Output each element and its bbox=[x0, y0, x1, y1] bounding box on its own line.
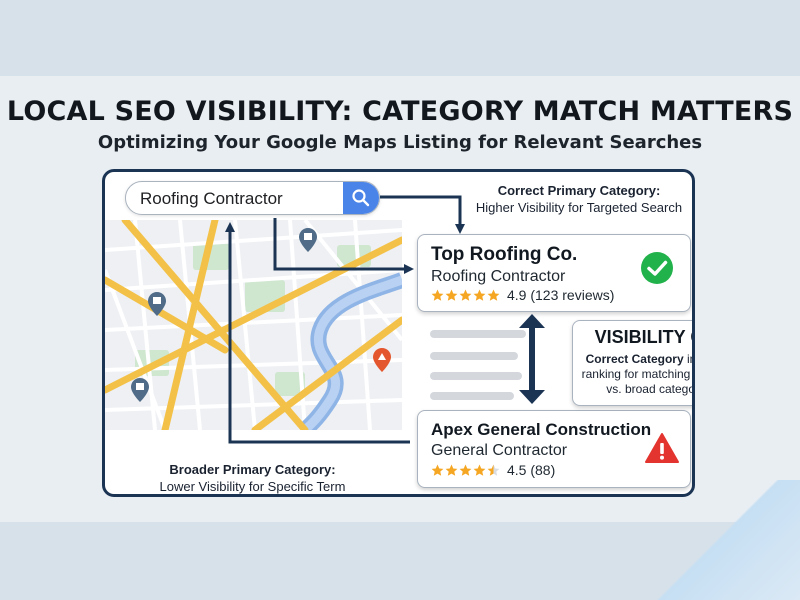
annotation-text: Higher Visibility for Targeted Search bbox=[475, 200, 683, 215]
placeholder-line bbox=[430, 352, 518, 360]
check-circle-icon bbox=[641, 252, 673, 284]
star-icon bbox=[487, 464, 500, 476]
search-input[interactable]: Roofing Contractor bbox=[140, 189, 283, 208]
listing-category: General Contractor bbox=[431, 442, 568, 459]
annotation-text: Lower Visibility for Specific Term bbox=[159, 479, 346, 494]
maps-window: Roofing Contractor Correct Primary Categ… bbox=[102, 169, 695, 497]
placeholder-line bbox=[430, 372, 522, 380]
search-bar[interactable]: Roofing Contractor bbox=[125, 181, 380, 215]
annotation-title: Correct Primary Category: bbox=[497, 183, 661, 198]
review-count: (88) bbox=[530, 462, 556, 478]
listing-rating: 4.9 (123 reviews) bbox=[431, 287, 614, 303]
map-canvas bbox=[105, 220, 402, 430]
star-icon bbox=[431, 464, 444, 476]
placeholder-line bbox=[430, 392, 514, 400]
rating-value: 4.5 bbox=[507, 462, 527, 478]
map-view[interactable] bbox=[105, 220, 402, 430]
star-icon bbox=[487, 289, 500, 301]
annotation-title: Broader Primary Category: bbox=[169, 462, 336, 477]
listing-card[interactable]: Apex General Construction General Contra… bbox=[417, 410, 691, 488]
gap-description: Correct Category increases ranking for m… bbox=[579, 352, 695, 397]
warning-triangle-icon bbox=[645, 433, 679, 463]
visibility-gap-arrow bbox=[519, 314, 545, 404]
listing-rating: 4.5 (88) bbox=[431, 462, 555, 478]
search-icon bbox=[352, 189, 370, 207]
placeholder-line bbox=[430, 330, 526, 338]
star-icon bbox=[459, 289, 472, 301]
gap-title: VISIBILITY GAP bbox=[594, 327, 692, 347]
star-icon bbox=[473, 289, 486, 301]
listing-category: Roofing Contractor bbox=[431, 268, 566, 285]
broad-category-annotation: Broader Primary Category: Lower Visibili… bbox=[125, 461, 380, 494]
star-icon bbox=[473, 464, 486, 476]
star-icon bbox=[431, 289, 444, 301]
visibility-gap-box: VISIBILITY GAP Correct Category increase… bbox=[572, 320, 695, 406]
page-title: LOCAL SEO VISIBILITY: CATEGORY MATCH MAT… bbox=[6, 96, 794, 127]
star-rating bbox=[431, 289, 501, 302]
page-subtitle: Optimizing Your Google Maps Listing for … bbox=[97, 132, 703, 153]
map-pin-icon bbox=[131, 378, 149, 402]
search-button[interactable] bbox=[343, 182, 379, 214]
listing-name[interactable]: Top Roofing Co. bbox=[431, 244, 578, 265]
star-rating bbox=[431, 464, 501, 477]
gap-emphasis: Correct Category bbox=[585, 352, 684, 366]
gap-text: increases ranking for matching searches … bbox=[581, 352, 695, 396]
decorative-corner bbox=[600, 480, 800, 600]
correct-category-annotation: Correct Primary Category: Higher Visibil… bbox=[469, 182, 689, 216]
review-count: (123 reviews) bbox=[530, 287, 615, 303]
rating-value: 4.9 bbox=[507, 287, 527, 303]
map-pin-icon bbox=[148, 292, 166, 316]
star-icon bbox=[445, 289, 458, 301]
star-icon bbox=[445, 464, 458, 476]
listing-card[interactable]: Top Roofing Co. Roofing Contractor 4.9 (… bbox=[417, 234, 691, 312]
listing-name[interactable]: Apex General Construction bbox=[431, 420, 652, 439]
star-icon bbox=[459, 464, 472, 476]
